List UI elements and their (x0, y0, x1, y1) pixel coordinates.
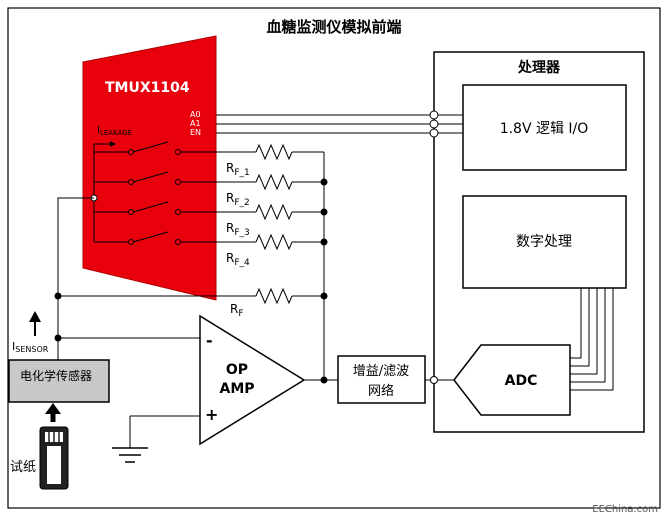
mux-pin-a0: A0 (190, 110, 201, 119)
ground-icon (112, 447, 148, 463)
test-strip-icon (39, 426, 69, 490)
sensor-current-label: ISENSOR (12, 340, 49, 354)
feedback-network (58, 143, 325, 380)
strip-label: 试纸 (10, 460, 36, 475)
mux-switches (93, 141, 216, 245)
leakage-current-label: ILEAKAGE (97, 125, 132, 137)
op-amp-line2: AMP (219, 381, 254, 397)
op-amp-line1: OP (226, 362, 248, 378)
resistor-label-rf: RF (230, 302, 244, 319)
op-amp-output-node (320, 376, 328, 384)
adc-label: ADC (505, 373, 538, 389)
digital-processing-label: 数字处理 (516, 234, 572, 250)
resistor-label-rf2: RF_2 (226, 191, 250, 208)
sensor-label: 电化学传感器 (20, 368, 92, 383)
electrochemical-sensor (8, 359, 110, 403)
mux-pin-en: EN (190, 128, 201, 137)
filter-line2: 网络 (368, 383, 394, 399)
adc-output-bus (570, 288, 614, 391)
strip-to-sensor-arrowhead (45, 403, 61, 414)
leakage-arrowhead (110, 141, 116, 147)
mux-body (82, 35, 217, 301)
ground-wiring (129, 415, 200, 448)
op-amp-plus: + (205, 405, 218, 424)
mux-pin-a1: A1 (190, 119, 201, 128)
resistor-label-rf4: RF_4 (226, 251, 250, 268)
input-wiring (57, 197, 212, 360)
digital-processing-box (462, 195, 627, 289)
adc-block (453, 344, 571, 416)
processor-title: 处理器 (517, 59, 561, 76)
mux-name: TMUX1104 (105, 80, 190, 96)
resistor-label-rf3: RF_3 (226, 221, 250, 238)
diagram-title: 血糖监测仪模拟前端 (266, 18, 401, 36)
logic-io-box (462, 84, 627, 171)
watermark: EEChina.com (592, 504, 658, 515)
sensor-current-arrowhead (29, 311, 41, 322)
op-amp (199, 314, 306, 446)
filter-line1: 增益/滤波 (353, 364, 409, 379)
control-lines (216, 110, 463, 138)
resistor-label-rf1: RF_1 (226, 161, 250, 178)
gain-filter-network (337, 355, 426, 404)
processor-input-pin (430, 376, 438, 384)
op-amp-minus: - (206, 331, 213, 350)
logic-io-label: 1.8V 逻辑 I/O (500, 121, 589, 137)
